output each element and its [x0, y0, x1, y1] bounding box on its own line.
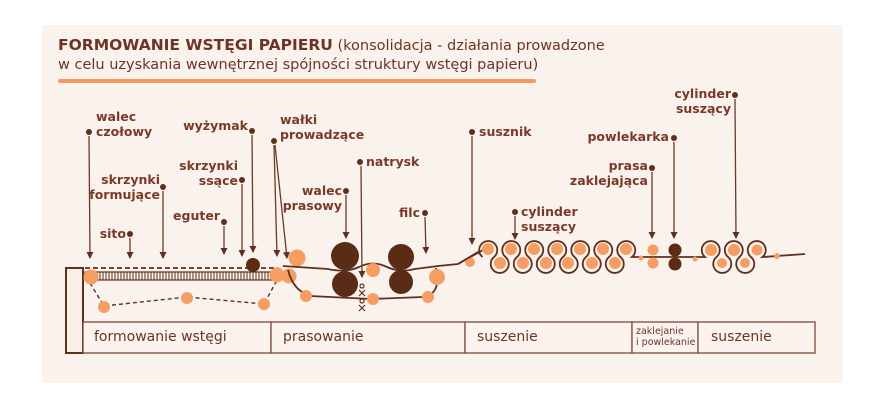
title-heading: FORMOWANIE WSTĘGI PAPIERU: [58, 36, 333, 54]
label-skrzynki-ssace: skrzynki ssące: [179, 158, 238, 188]
label-eguter: eguter: [173, 208, 220, 223]
label-walec-prasowy: walec prasowy: [282, 183, 342, 213]
label-walec-czolowy: walec czołowy: [96, 109, 153, 139]
label-natrysk: natrysk: [366, 154, 420, 169]
page-title: FORMOWANIE WSTĘGI PAPIERU (konsolidacja …: [58, 36, 758, 75]
stage-suszenie-2: suszenie: [711, 329, 772, 345]
press-section: [282, 242, 484, 312]
dryer-section: [457, 240, 806, 274]
wire-section: [83, 249, 306, 313]
label-walki-prowadzace: wałki prowadzące: [280, 112, 365, 142]
label-skrzynki-formujace: skrzynki formujące: [89, 172, 160, 202]
label-wyzymak: wyżymak: [183, 118, 248, 133]
stage-formowanie-wstegi: formowanie wstęgi: [94, 329, 227, 345]
label-powlekarka: powlekarka: [587, 129, 669, 144]
label-prasa-zaklejajaca: prasa zaklejająca: [569, 158, 648, 188]
title-subtitle-2: w celu uzyskania wewnętrznej spójności s…: [58, 57, 539, 73]
stage-zaklejanie-powlekanie: zaklejanie i powlekanie: [636, 326, 696, 348]
label-susznik: susznik: [479, 124, 532, 139]
spray-nozzle-icon: [358, 283, 366, 312]
stage-prasowanie: prasowanie: [283, 329, 364, 345]
wyzymak-roll: [246, 258, 260, 272]
label-filc: filc: [399, 205, 420, 220]
headbox: [65, 267, 84, 354]
title-subtitle-1: (konsolidacja - działania prowadzone: [332, 38, 605, 54]
stage-band: [82, 321, 816, 354]
label-cylinder-suszacy-2: cylinder suszący: [674, 86, 731, 116]
callout-leaders: [86, 92, 740, 278]
stage-suszenie-1: suszenie: [477, 329, 538, 345]
coater-rolls: [668, 243, 682, 271]
label-cylinder-suszacy-1: cylinder suszący: [521, 204, 578, 234]
title-underline: [58, 79, 536, 83]
label-sito: sito: [99, 226, 126, 241]
